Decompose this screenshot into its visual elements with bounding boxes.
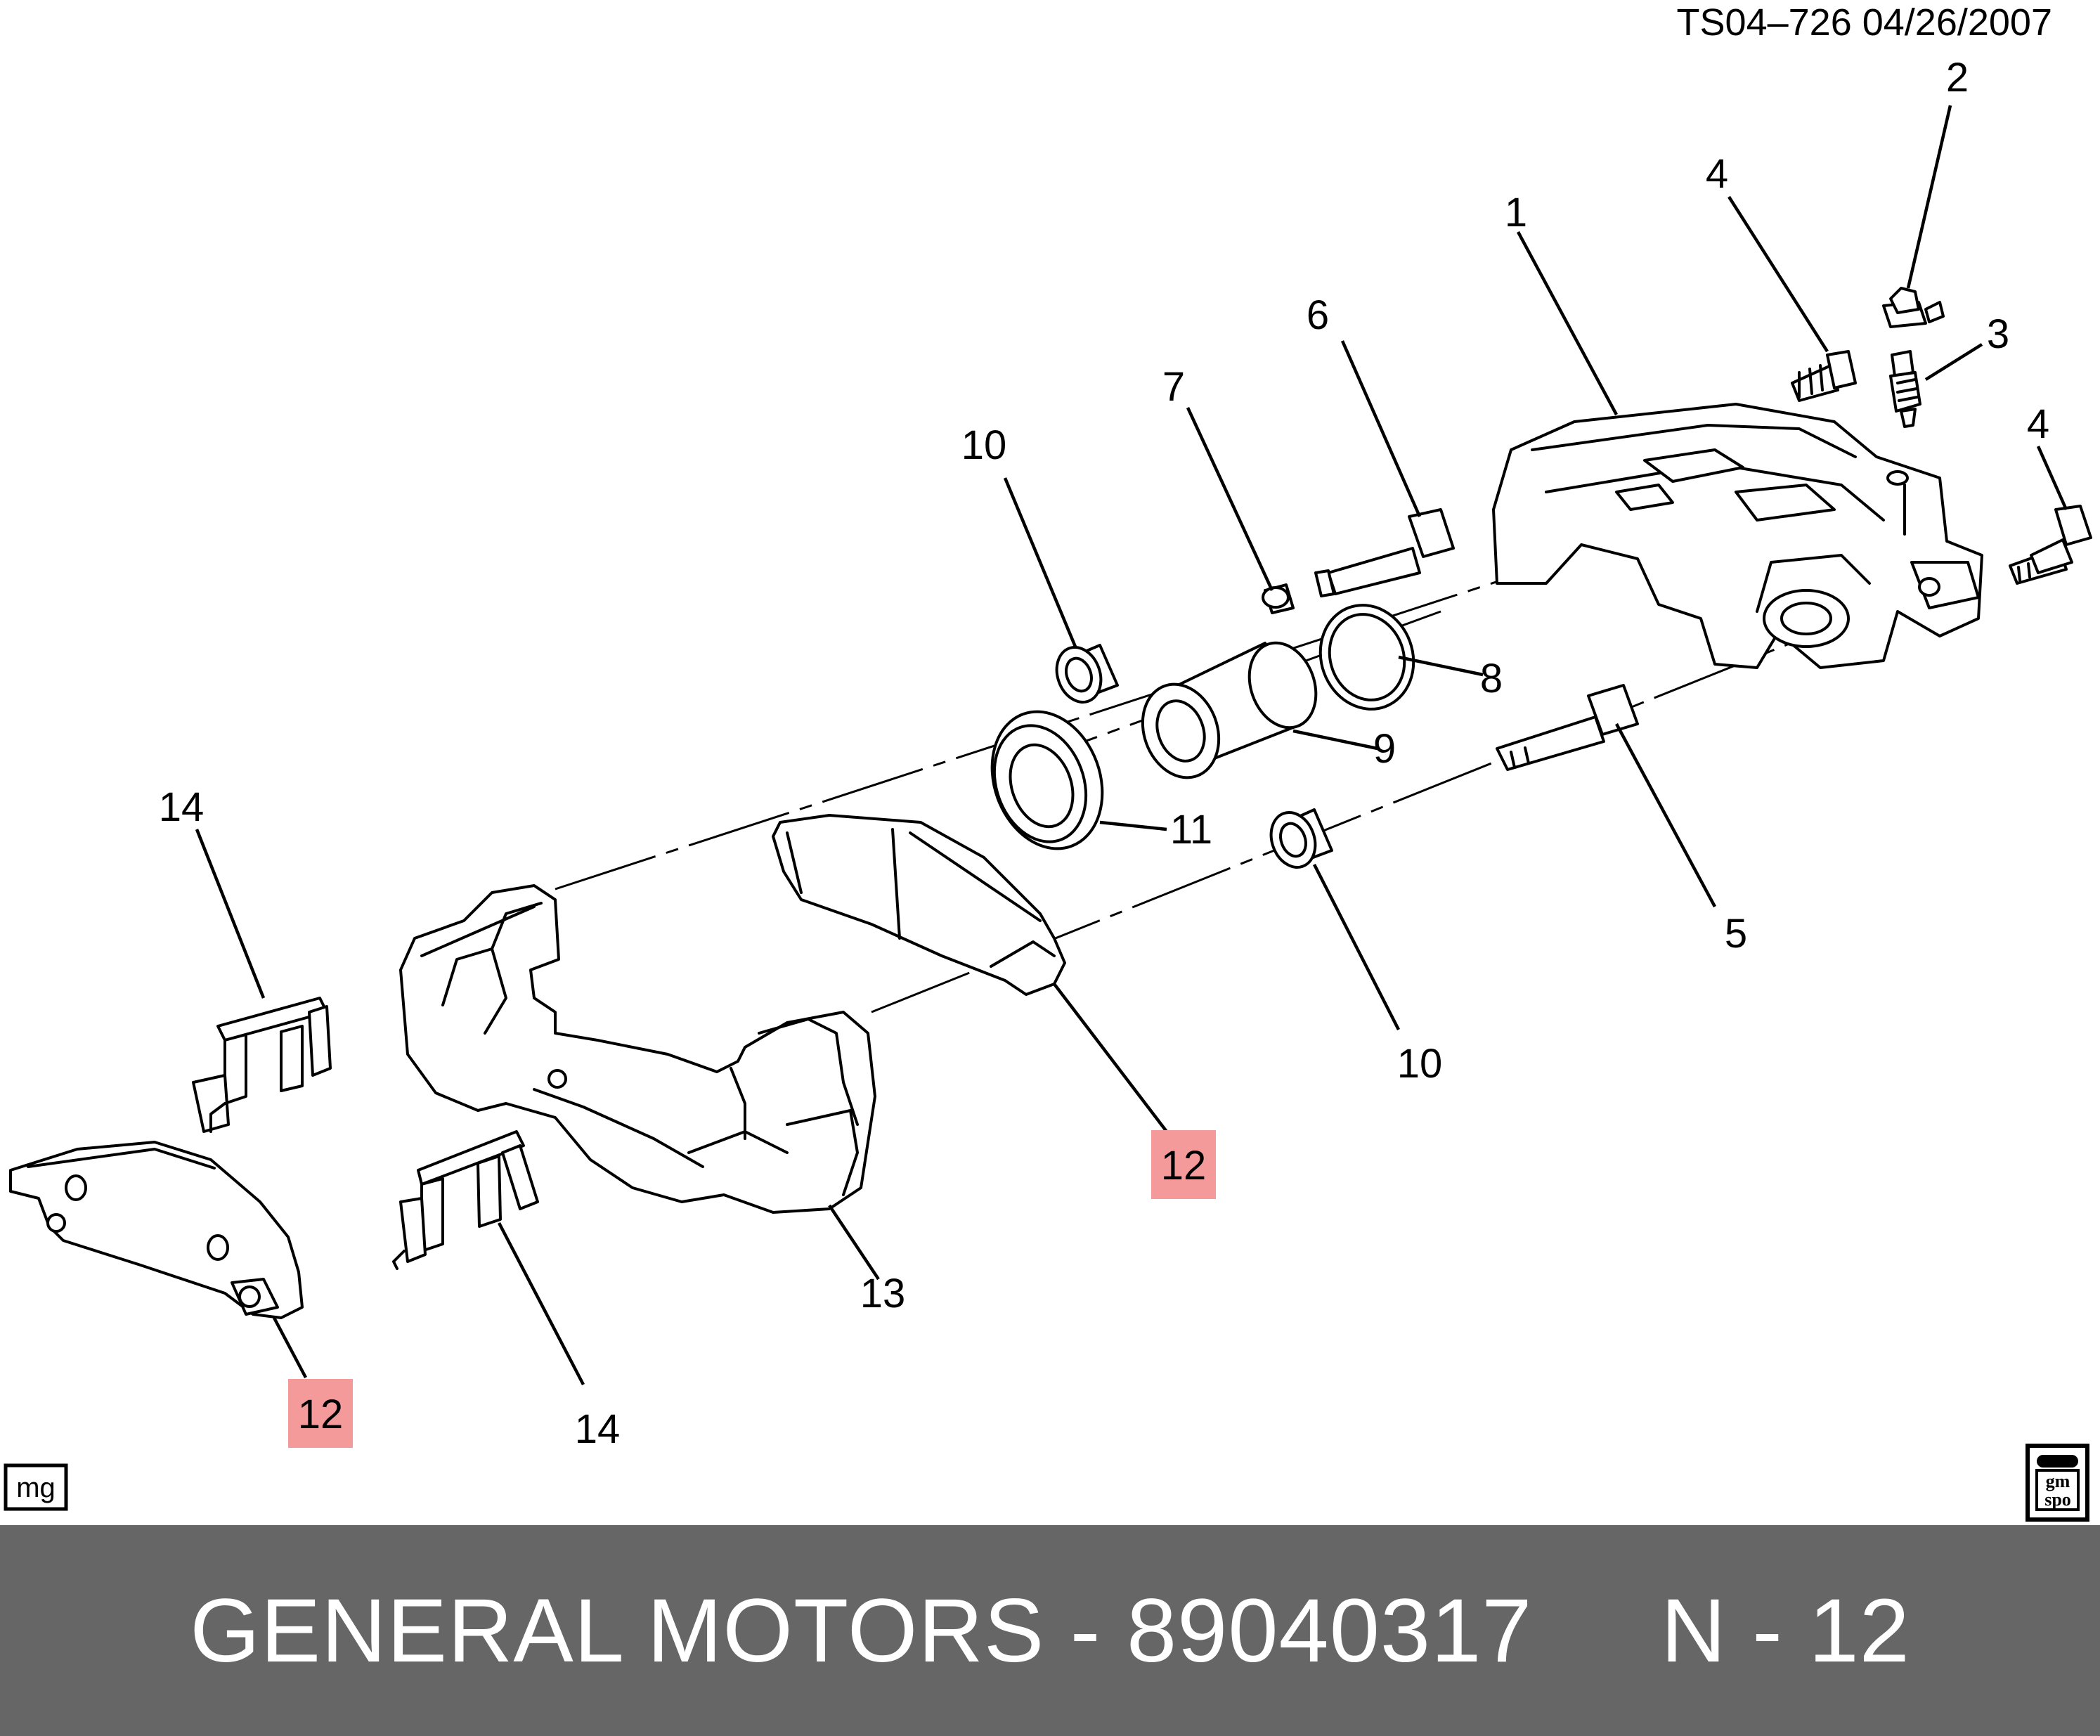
callout-1: 1 xyxy=(1505,190,1527,235)
callout-10-upper: 10 xyxy=(961,422,1007,468)
bolt-4-upper xyxy=(1791,350,1857,402)
piston xyxy=(1141,641,1318,779)
callout-12-highlight-upper xyxy=(1151,1130,1216,1199)
piston-seal xyxy=(1318,604,1415,711)
callout-12-upper: 12 xyxy=(1161,1143,1207,1188)
bolt-6 xyxy=(1314,508,1455,597)
dust-boot xyxy=(990,710,1104,850)
callout-14-lower: 14 xyxy=(575,1406,621,1452)
callout-10-lower: 10 xyxy=(1397,1041,1443,1087)
callout-5: 5 xyxy=(1725,911,1747,957)
footer-part-title: GENERAL MOTORS - 89040317 N - 12 xyxy=(190,1580,1910,1681)
gm-spo-logo-bottom: spo xyxy=(2044,1489,2071,1510)
callout-12-highlight-lower xyxy=(288,1379,353,1448)
gm-spo-logo: gm spo xyxy=(2026,1444,2089,1522)
callout-4-upper: 4 xyxy=(1706,151,1728,197)
callout-6: 6 xyxy=(1307,292,1329,338)
mg-badge: mg xyxy=(4,1463,68,1511)
caliper-housing xyxy=(1492,403,1983,669)
callout-labels: 1 2 3 4 4 5 6 7 8 9 10 10 11 12 12 13 14… xyxy=(159,55,2049,1452)
callout-2: 2 xyxy=(1946,55,1969,101)
callout-4-lower: 4 xyxy=(2027,401,2049,447)
callout-3: 3 xyxy=(1987,311,2009,357)
mg-badge-label: mg xyxy=(16,1472,56,1503)
exploded-brake-caliper-diagram: TS04–726 04/26/2007 xyxy=(4,1,2092,1522)
pad-clip-lower xyxy=(392,1130,539,1270)
pad-clip-upper xyxy=(192,997,332,1133)
bolt-4-lower xyxy=(2009,505,2092,585)
guide-pin-bolt xyxy=(1496,684,1639,771)
callout-7: 7 xyxy=(1162,364,1185,410)
bleeder-cap xyxy=(1882,287,1945,328)
caliper-bracket xyxy=(399,884,876,1214)
callout-8: 8 xyxy=(1480,656,1503,701)
callout-13: 13 xyxy=(860,1271,906,1316)
sleeve-7 xyxy=(1262,583,1295,614)
callout-12-lower: 12 xyxy=(298,1392,344,1437)
part-number-footer: GENERAL MOTORS - 89040317 N - 12 xyxy=(0,1525,2100,1736)
brake-pad-inner xyxy=(9,1141,304,1319)
bushing-10-lower xyxy=(1269,808,1333,869)
brake-pad-outer xyxy=(772,814,1066,996)
callout-14-upper: 14 xyxy=(159,784,205,830)
callout-11: 11 xyxy=(1170,807,1212,853)
leader-lines xyxy=(195,105,2068,1386)
document-reference: TS04–726 04/26/2007 xyxy=(1677,1,2052,44)
bleeder-valve xyxy=(1889,350,1921,428)
gm-spo-logo-top: gm xyxy=(2046,1471,2070,1491)
callout-9: 9 xyxy=(1373,726,1396,772)
bushing-10-upper xyxy=(1055,644,1119,704)
